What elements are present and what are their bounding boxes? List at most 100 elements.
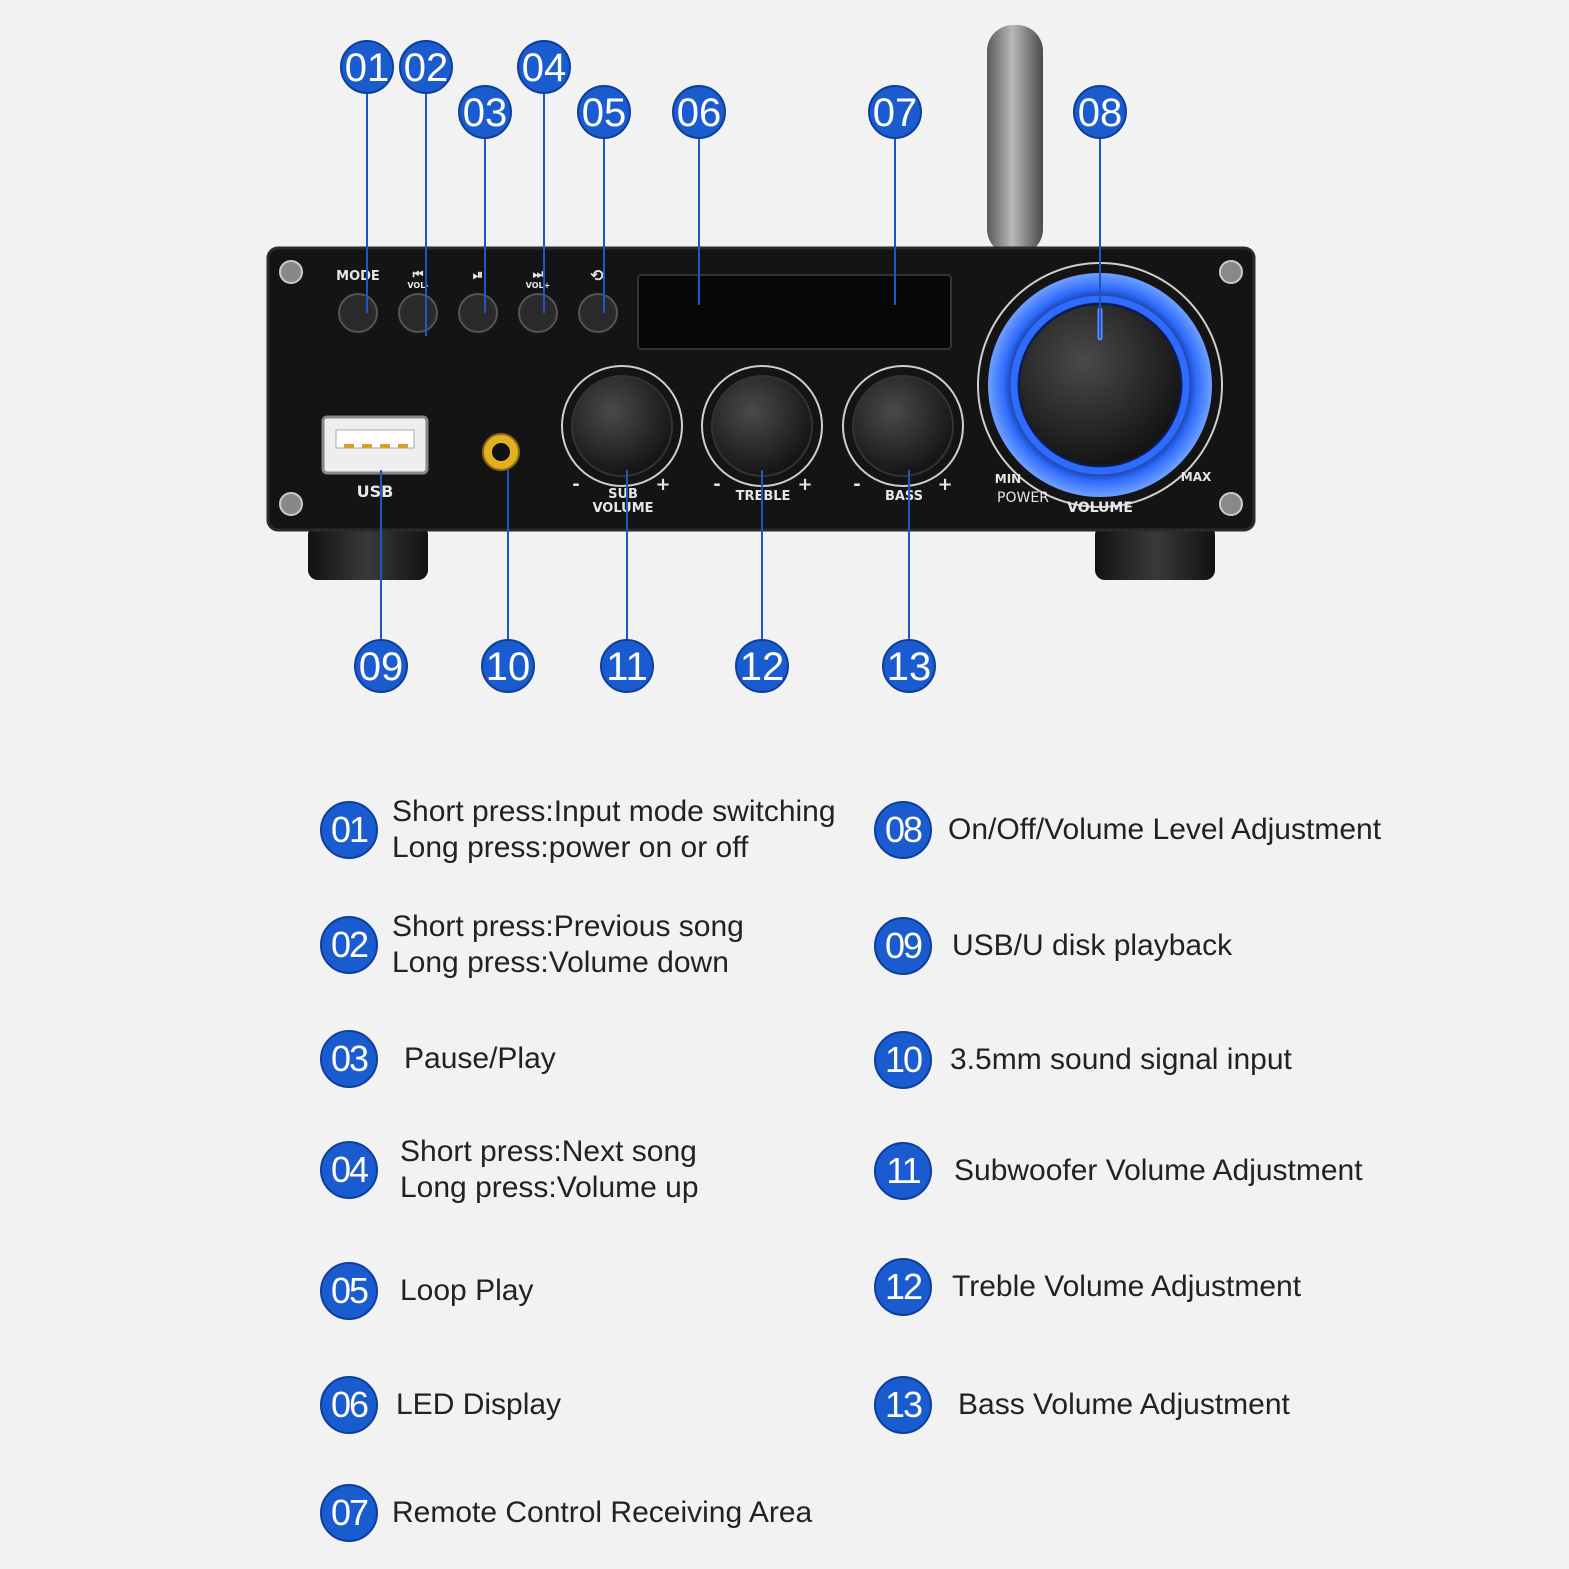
bass-plus-label: + [937, 474, 952, 495]
legend-line: Pause/Play [404, 1042, 556, 1075]
legend-item-03: 03 Pause/Play [320, 1030, 556, 1088]
legend-line: Long press:Volume down [392, 946, 729, 979]
screw [279, 260, 303, 284]
legend-line: Remote Control Receiving Area [392, 1496, 813, 1529]
legend-line: USB/U disk playback [952, 929, 1233, 962]
sub-volume-knob[interactable] [561, 365, 683, 487]
legend-badge: 05 [320, 1262, 378, 1320]
legend-text: Pause/Play [404, 1041, 556, 1077]
sub-minus-label: - [572, 474, 579, 495]
screw [279, 492, 303, 516]
legend-badge: 07 [320, 1484, 378, 1542]
svg-text:06: 06 [677, 91, 722, 135]
legend-item-11: 11 Subwoofer Volume Adjustment [874, 1142, 1363, 1200]
callout-03: 03 [458, 85, 512, 139]
legend-badge: 13 [874, 1376, 932, 1434]
callout-06: 06 [672, 85, 726, 139]
legend-badge: 02 [320, 916, 378, 974]
legend-line: Bass Volume Adjustment [958, 1388, 1290, 1421]
legend-text: Short press:Input mode switching Long pr… [392, 794, 836, 866]
previous-button[interactable] [398, 293, 438, 333]
callout-10: 10 [481, 639, 535, 693]
legend-text: Short press:Previous song Long press:Vol… [392, 909, 744, 981]
next-button[interactable] [518, 293, 558, 333]
usb-port-tongue [335, 429, 415, 449]
legend-line: Long press:Volume up [400, 1171, 699, 1204]
sub-label: SUB [608, 487, 638, 502]
loop-icon: ⟲ [590, 266, 604, 285]
usb-pin [362, 444, 372, 448]
svg-text:02: 02 [404, 46, 449, 90]
antenna [987, 25, 1043, 255]
legend-badge: 11 [874, 1142, 932, 1200]
mode-label: MODE [336, 269, 380, 284]
svg-text:10: 10 [486, 645, 531, 689]
legend-line: Short press:Next song [400, 1135, 697, 1168]
legend-item-05: 05 Loop Play [320, 1262, 533, 1320]
legend-badge: 01 [320, 801, 378, 859]
usb-pin [380, 444, 390, 448]
usb-pin [398, 444, 408, 448]
loop-button[interactable] [578, 293, 618, 333]
legend-badge: 10 [874, 1031, 932, 1089]
legend-badge: 04 [320, 1141, 378, 1199]
legend-item-09: 09 USB/U disk playback [874, 917, 1232, 975]
screw [1219, 492, 1243, 516]
callout-02: 02 [399, 40, 453, 94]
legend-text: Short press:Next song Long press:Volume … [400, 1134, 699, 1206]
amplifier-diagram: MODE ⏮ VOL- ⏯ ⏭ VOL+ ⟲ USB - + - + - + S… [266, 25, 1256, 693]
callout-07: 07 [868, 85, 922, 139]
legend-line: Loop Play [400, 1274, 534, 1307]
play-pause-button[interactable] [458, 293, 498, 333]
bass-minus-label: - [853, 474, 860, 495]
sub-volume-label: VOLUME [592, 501, 653, 516]
min-label: MIN [995, 472, 1021, 486]
legend-badge: 03 [320, 1030, 378, 1088]
foot-left [308, 525, 428, 580]
treble-minus-label: - [713, 474, 720, 495]
treble-knob[interactable] [701, 365, 823, 487]
svg-text:07: 07 [873, 91, 918, 135]
legend-text: Treble Volume Adjustment [952, 1269, 1301, 1305]
legend-badge: 06 [320, 1376, 378, 1434]
callout-11: 11 [600, 639, 654, 693]
led-display [637, 274, 952, 350]
legend-text: LED Display [396, 1387, 561, 1423]
bass-label: BASS [885, 489, 923, 504]
legend-line: 3.5mm sound signal input [950, 1043, 1292, 1076]
svg-text:09: 09 [359, 645, 404, 689]
legend-item-12: 12 Treble Volume Adjustment [874, 1258, 1301, 1316]
usb-pin [344, 444, 354, 448]
play-pause-icon: ⏯ [473, 268, 483, 283]
legend-text: Loop Play [400, 1273, 533, 1309]
mode-button[interactable] [338, 293, 378, 333]
bass-knob[interactable] [842, 365, 964, 487]
vol-minus-label: VOL- [407, 281, 428, 290]
svg-text:12: 12 [740, 645, 785, 689]
leader-lines [366, 93, 1101, 640]
power-label: POWER [997, 490, 1049, 506]
legend-badge: 09 [874, 917, 932, 975]
legend-item-06: 06 LED Display [320, 1376, 561, 1434]
legend-line: Short press:Previous song [392, 910, 744, 943]
svg-text:03: 03 [463, 91, 508, 135]
legend-text: Remote Control Receiving Area [392, 1495, 812, 1531]
legend-line: Short press:Input mode switching [392, 795, 836, 828]
legend-item-01: 01 Short press:Input mode switching Long… [320, 794, 836, 866]
callout-09: 09 [354, 639, 408, 693]
legend-item-08: 08 On/Off/Volume Level Adjustment [874, 801, 1381, 859]
legend-line: LED Display [396, 1388, 562, 1421]
main-volume-label: VOLUME [1067, 500, 1133, 516]
legend-badge: 12 [874, 1258, 932, 1316]
next-icon: ⏭ [533, 267, 544, 281]
legend-badge: 08 [874, 801, 932, 859]
usb-label: USB [357, 482, 394, 501]
legend-line: Subwoofer Volume Adjustment [954, 1154, 1363, 1187]
legend-item-13: 13 Bass Volume Adjustment [874, 1376, 1290, 1434]
legend-text: 3.5mm sound signal input [950, 1042, 1292, 1078]
svg-text:01: 01 [345, 46, 390, 90]
legend-text: On/Off/Volume Level Adjustment [948, 812, 1381, 848]
legend-line: Treble Volume Adjustment [952, 1270, 1302, 1303]
max-label: MAX [1181, 470, 1212, 484]
legend-line: Long press:power on or off [392, 831, 749, 864]
